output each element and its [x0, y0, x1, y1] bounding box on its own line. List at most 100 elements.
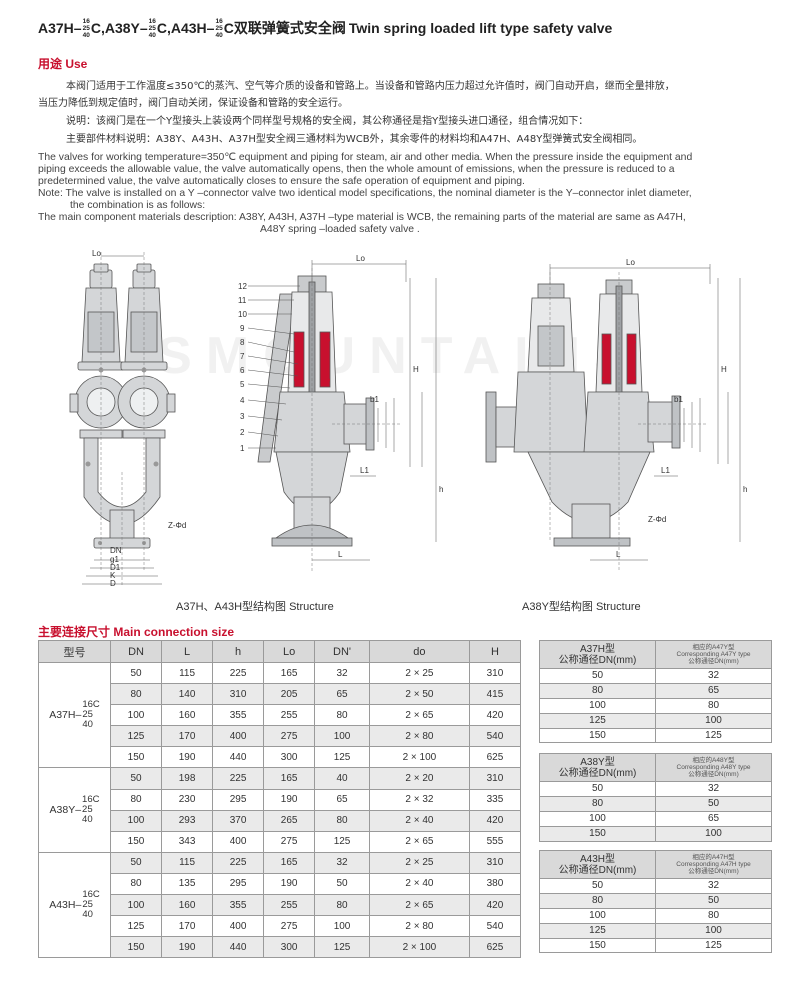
use-zh-note: 说明：该阀门是在一个Y型接头上装设两个同样型号规格的安全阀，其公称通径是指Y型接… [66, 116, 589, 127]
page-title: A37H– 16 25 40 C, A38Y– 16 25 40 C, A43H… [38, 14, 612, 42]
pressure: 25 [82, 804, 93, 816]
title-pressure-stack-1: 16 25 40 [83, 18, 90, 39]
cell: 80 [109, 872, 163, 896]
title-pressure-stack-2: 16 25 40 [149, 18, 156, 39]
cell: 255 [263, 894, 316, 917]
cell: 125 [109, 915, 163, 938]
cell: 50 [109, 661, 163, 685]
dim-l: L [338, 550, 343, 559]
cell: 100 [539, 810, 656, 827]
side-table-header: A43H型 公称通径DN(mm) 相应的A47H型 Corresponding … [539, 850, 772, 879]
cell: 540 [468, 915, 522, 938]
cell: 100 [109, 894, 163, 917]
cell: 355 [212, 894, 265, 917]
dim-g1: g1 [110, 555, 119, 564]
cell: 255 [263, 704, 316, 727]
table-header-row: 型号 DN L h Lo DN' do H [38, 640, 522, 663]
pressure: 16C [82, 699, 100, 711]
header-line: Corresponding A48Y type [676, 764, 751, 771]
cell: 65 [314, 788, 370, 811]
part-number: 7 [240, 352, 245, 361]
drawing-a37h-a43h-section: 12 11 10 9 8 7 6 5 4 3 2 1 Lo H h L L1 b… [238, 254, 443, 572]
cell: 2 × 32 [368, 788, 470, 811]
use-en-line-1: The valves for working temperature=350℃ … [38, 152, 693, 163]
cell: 2 × 65 [368, 894, 470, 917]
pressure-25: 25 [215, 24, 223, 32]
cell: 355 [212, 704, 265, 727]
cell: 190 [263, 788, 316, 811]
cell: 125 [539, 922, 656, 939]
cell: 540 [468, 725, 522, 748]
part-number: 10 [238, 310, 247, 319]
model-label: A38Y– 16C 25 40 [50, 795, 100, 825]
col-dn-prime: DN' [314, 640, 370, 663]
cell: 310 [468, 661, 522, 685]
dim-b1: b1 [674, 395, 683, 404]
header-line: Corresponding A47H type [676, 861, 751, 868]
cell: 380 [468, 872, 522, 896]
header-line: 公称通径DN(mm) [688, 658, 739, 665]
model-name: A38Y– [49, 804, 82, 817]
cell: 125 [539, 712, 656, 729]
pressure-16: 16 [148, 17, 156, 25]
cell: 205 [263, 683, 316, 706]
pressure-16: 16 [82, 17, 90, 25]
drawing-a38y: Lo H h L L1 b1 Z-Φd [485, 258, 747, 572]
col-lo: Lo [263, 640, 316, 663]
title-suffix-1: C, [90, 20, 105, 36]
cell: 160 [161, 704, 214, 727]
dim-h-upper: H [721, 365, 727, 374]
use-en-line-3: predetermined value, the valve automatic… [38, 176, 525, 187]
cell: 343 [161, 830, 214, 853]
use-en-line-6: The main component materials description… [38, 212, 686, 223]
cell: 190 [161, 936, 214, 959]
header-line: A37H型 [579, 643, 615, 655]
part-number: 6 [240, 366, 245, 375]
cell: 150 [539, 937, 656, 954]
col-model: 型号 [38, 640, 111, 663]
use-en-line-2: piping exceeds the allowable value, the … [38, 164, 675, 175]
side-table-a37h: A37H型 公称通径DN(mm) 相应的A47Y型 Corresponding … [539, 640, 772, 744]
cell: 100 [109, 809, 163, 832]
model-pressures: 16C 25 40 [82, 890, 99, 920]
cell: 265 [263, 809, 316, 832]
cell: 275 [263, 830, 316, 853]
cell: 125 [314, 830, 370, 853]
cell: 295 [212, 788, 265, 811]
pressure: 25 [82, 899, 93, 911]
drawing-a37h-a43h-front [69, 252, 176, 587]
side-table-header: A37H型 公称通径DN(mm) 相应的A47Y型 Corresponding … [539, 640, 772, 669]
title-english: Twin spring loaded lift type safety valv… [348, 20, 613, 36]
pressure: 40 [82, 719, 93, 731]
cell: 50 [539, 668, 656, 684]
part-number: 8 [240, 338, 245, 347]
dim-l: L [616, 550, 621, 559]
caption-a38y: A38Y型结构图 Structure [522, 601, 641, 613]
part-number: 3 [240, 412, 245, 421]
side-header-model: A37H型 公称通径DN(mm) [539, 640, 656, 669]
main-connection-table: 型号 DN L h Lo DN' do H A37H– 16C 25 40 [38, 640, 522, 959]
dim-z-d: Z-Φd [648, 515, 666, 524]
side-table-header: A38Y型 公称通径DN(mm) 相应的A48Y型 Corresponding … [539, 753, 772, 782]
table-row: A43H– 16C 25 40 50 115 225 165 32 2 × 25… [38, 851, 522, 959]
cell: 115 [161, 851, 214, 874]
cell: 32 [655, 668, 772, 684]
pressure-25: 25 [148, 24, 156, 32]
cell: 2 × 100 [368, 746, 470, 769]
cell: 32 [655, 878, 772, 894]
dim-lo-left: Lo [92, 249, 101, 258]
cell: 50 [655, 795, 772, 812]
cell: 310 [212, 683, 265, 706]
model-pressures: 16C 25 40 [82, 795, 99, 825]
table-row: 125 170 400 275 100 2 × 80 540 [39, 915, 522, 938]
cell: 2 × 65 [368, 830, 470, 853]
cell: 135 [161, 872, 214, 896]
cell: 275 [263, 725, 316, 748]
cell: 225 [212, 767, 265, 790]
cell: 100 [539, 697, 656, 714]
cell: 80 [109, 683, 163, 706]
